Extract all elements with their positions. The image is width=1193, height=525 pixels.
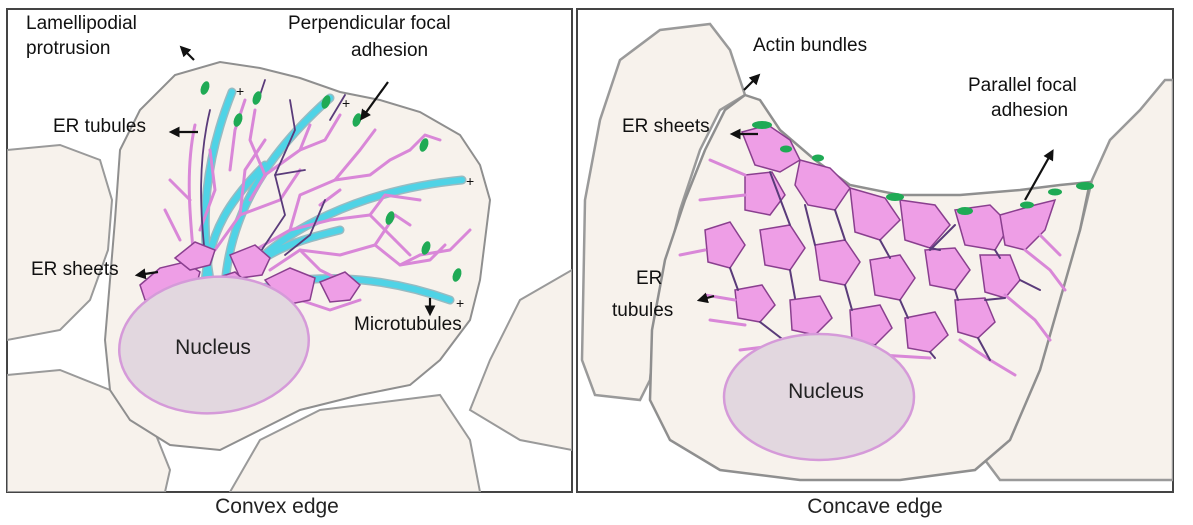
- actin-bundles-label: Actin bundles: [753, 35, 867, 56]
- parallel-label-1: Parallel focal: [968, 75, 1077, 96]
- plus-mark-3: +: [466, 173, 474, 189]
- er-tubules-label-left: ER tubules: [53, 116, 146, 137]
- nucleus-label-left: Nucleus: [175, 336, 251, 359]
- nucleus-label-right: Nucleus: [788, 380, 864, 403]
- perpendicular-label-2: adhesion: [351, 40, 428, 61]
- arrows-left: [134, 45, 436, 317]
- lamellipodial-label-1: Lamellipodial: [26, 13, 137, 34]
- microtubule-2: [222, 95, 333, 288]
- neighbor-cell-left: [7, 143, 114, 342]
- caption-concave: Concave edge: [807, 495, 942, 518]
- right-panel: Nucleus Actin bundles Parallel focal adh…: [576, 8, 1174, 493]
- er-tubules-label-right-1: ER: [636, 268, 662, 289]
- plus-mark-4: +: [456, 295, 464, 311]
- focal-adhesions-left: [200, 81, 462, 282]
- plus-mark-1: +: [236, 83, 244, 99]
- left-panel: Nucleus + + + + Lamellipodial prot: [6, 8, 573, 493]
- er-sheets-label-left: ER sheets: [31, 259, 119, 280]
- perpendicular-label-1: Perpendicular focal: [288, 13, 451, 34]
- er-tubules-arrow-right: [696, 292, 715, 304]
- actin-bundles-arrow: [743, 73, 761, 91]
- er-tubules-label-right-2: tubules: [612, 300, 673, 321]
- perpendicular-fa-arrow: [360, 81, 389, 121]
- arrows-right: [696, 73, 1054, 304]
- neighbor-cell-bottom-left: [7, 368, 172, 492]
- plus-mark-2: +: [342, 95, 350, 111]
- er-sheets-arrow-left: [134, 268, 159, 280]
- neighbor-cell-left-r: [580, 22, 747, 402]
- er-sheets-label-right: ER sheets: [622, 116, 710, 137]
- microtubules-label: Microtubules: [354, 314, 462, 335]
- neighbor-cell-bottom: [228, 393, 482, 492]
- lamellipodial-arrow: [179, 45, 195, 61]
- er-sheets-right: [704, 124, 1057, 353]
- caption-convex: Convex edge: [215, 495, 339, 518]
- parallel-label-2: adhesion: [991, 100, 1068, 121]
- focal-adhesions-right: [752, 121, 1094, 215]
- lamellipodial-label-2: protrusion: [26, 38, 111, 59]
- nucleus-left: [118, 275, 310, 415]
- neighbor-cell-right: [468, 268, 572, 452]
- nucleus-right: [722, 332, 916, 462]
- parallel-fa-arrow: [1024, 149, 1054, 201]
